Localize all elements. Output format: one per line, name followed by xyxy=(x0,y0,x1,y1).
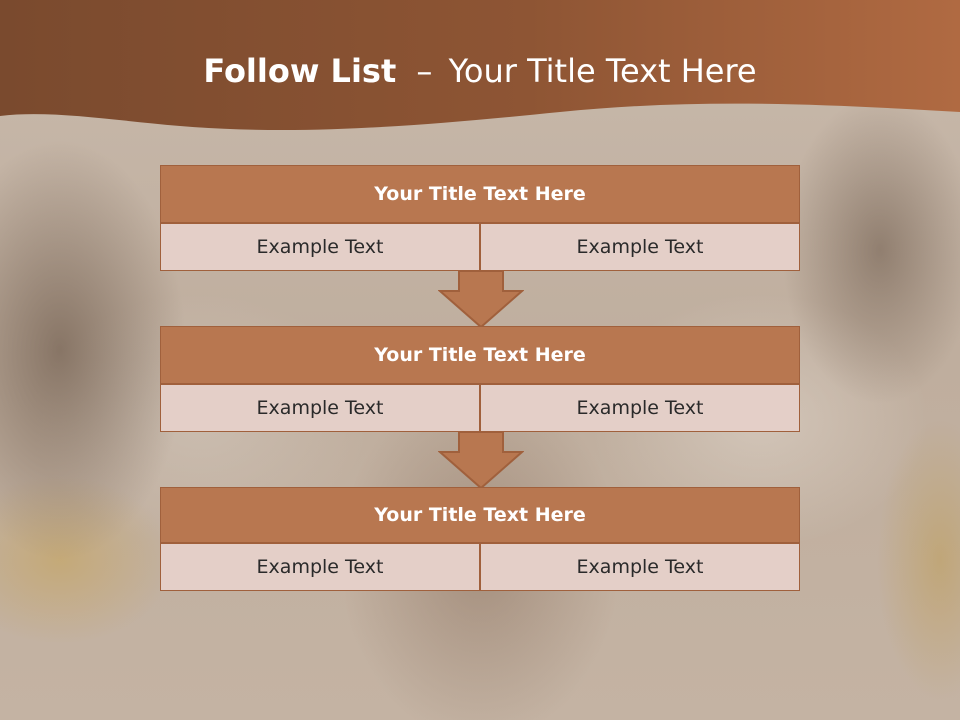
step-title: Your Title Text Here xyxy=(160,165,800,223)
page-title-separator: – xyxy=(416,52,433,90)
step-cell-left: Example Text xyxy=(160,384,480,432)
step-cell-left: Example Text xyxy=(160,223,480,271)
step-cell-right: Example Text xyxy=(480,543,800,591)
down-arrow-icon xyxy=(438,432,524,490)
step-title: Your Title Text Here xyxy=(160,326,800,384)
step-title: Your Title Text Here xyxy=(160,487,800,543)
step-cell-left: Example Text xyxy=(160,543,480,591)
down-arrow-icon xyxy=(438,271,524,329)
header-band xyxy=(0,0,960,131)
page-title-bold: Follow List xyxy=(203,52,397,90)
step-3: Your Title Text Here Example Text Exampl… xyxy=(160,487,800,593)
page-title: Follow List – Your Title Text Here xyxy=(0,52,960,90)
page-title-rest: Your Title Text Here xyxy=(448,52,757,90)
step-2: Your Title Text Here Example Text Exampl… xyxy=(160,326,800,432)
step-1: Your Title Text Here Example Text Exampl… xyxy=(160,165,800,271)
step-cell-right: Example Text xyxy=(480,223,800,271)
step-cell-right: Example Text xyxy=(480,384,800,432)
